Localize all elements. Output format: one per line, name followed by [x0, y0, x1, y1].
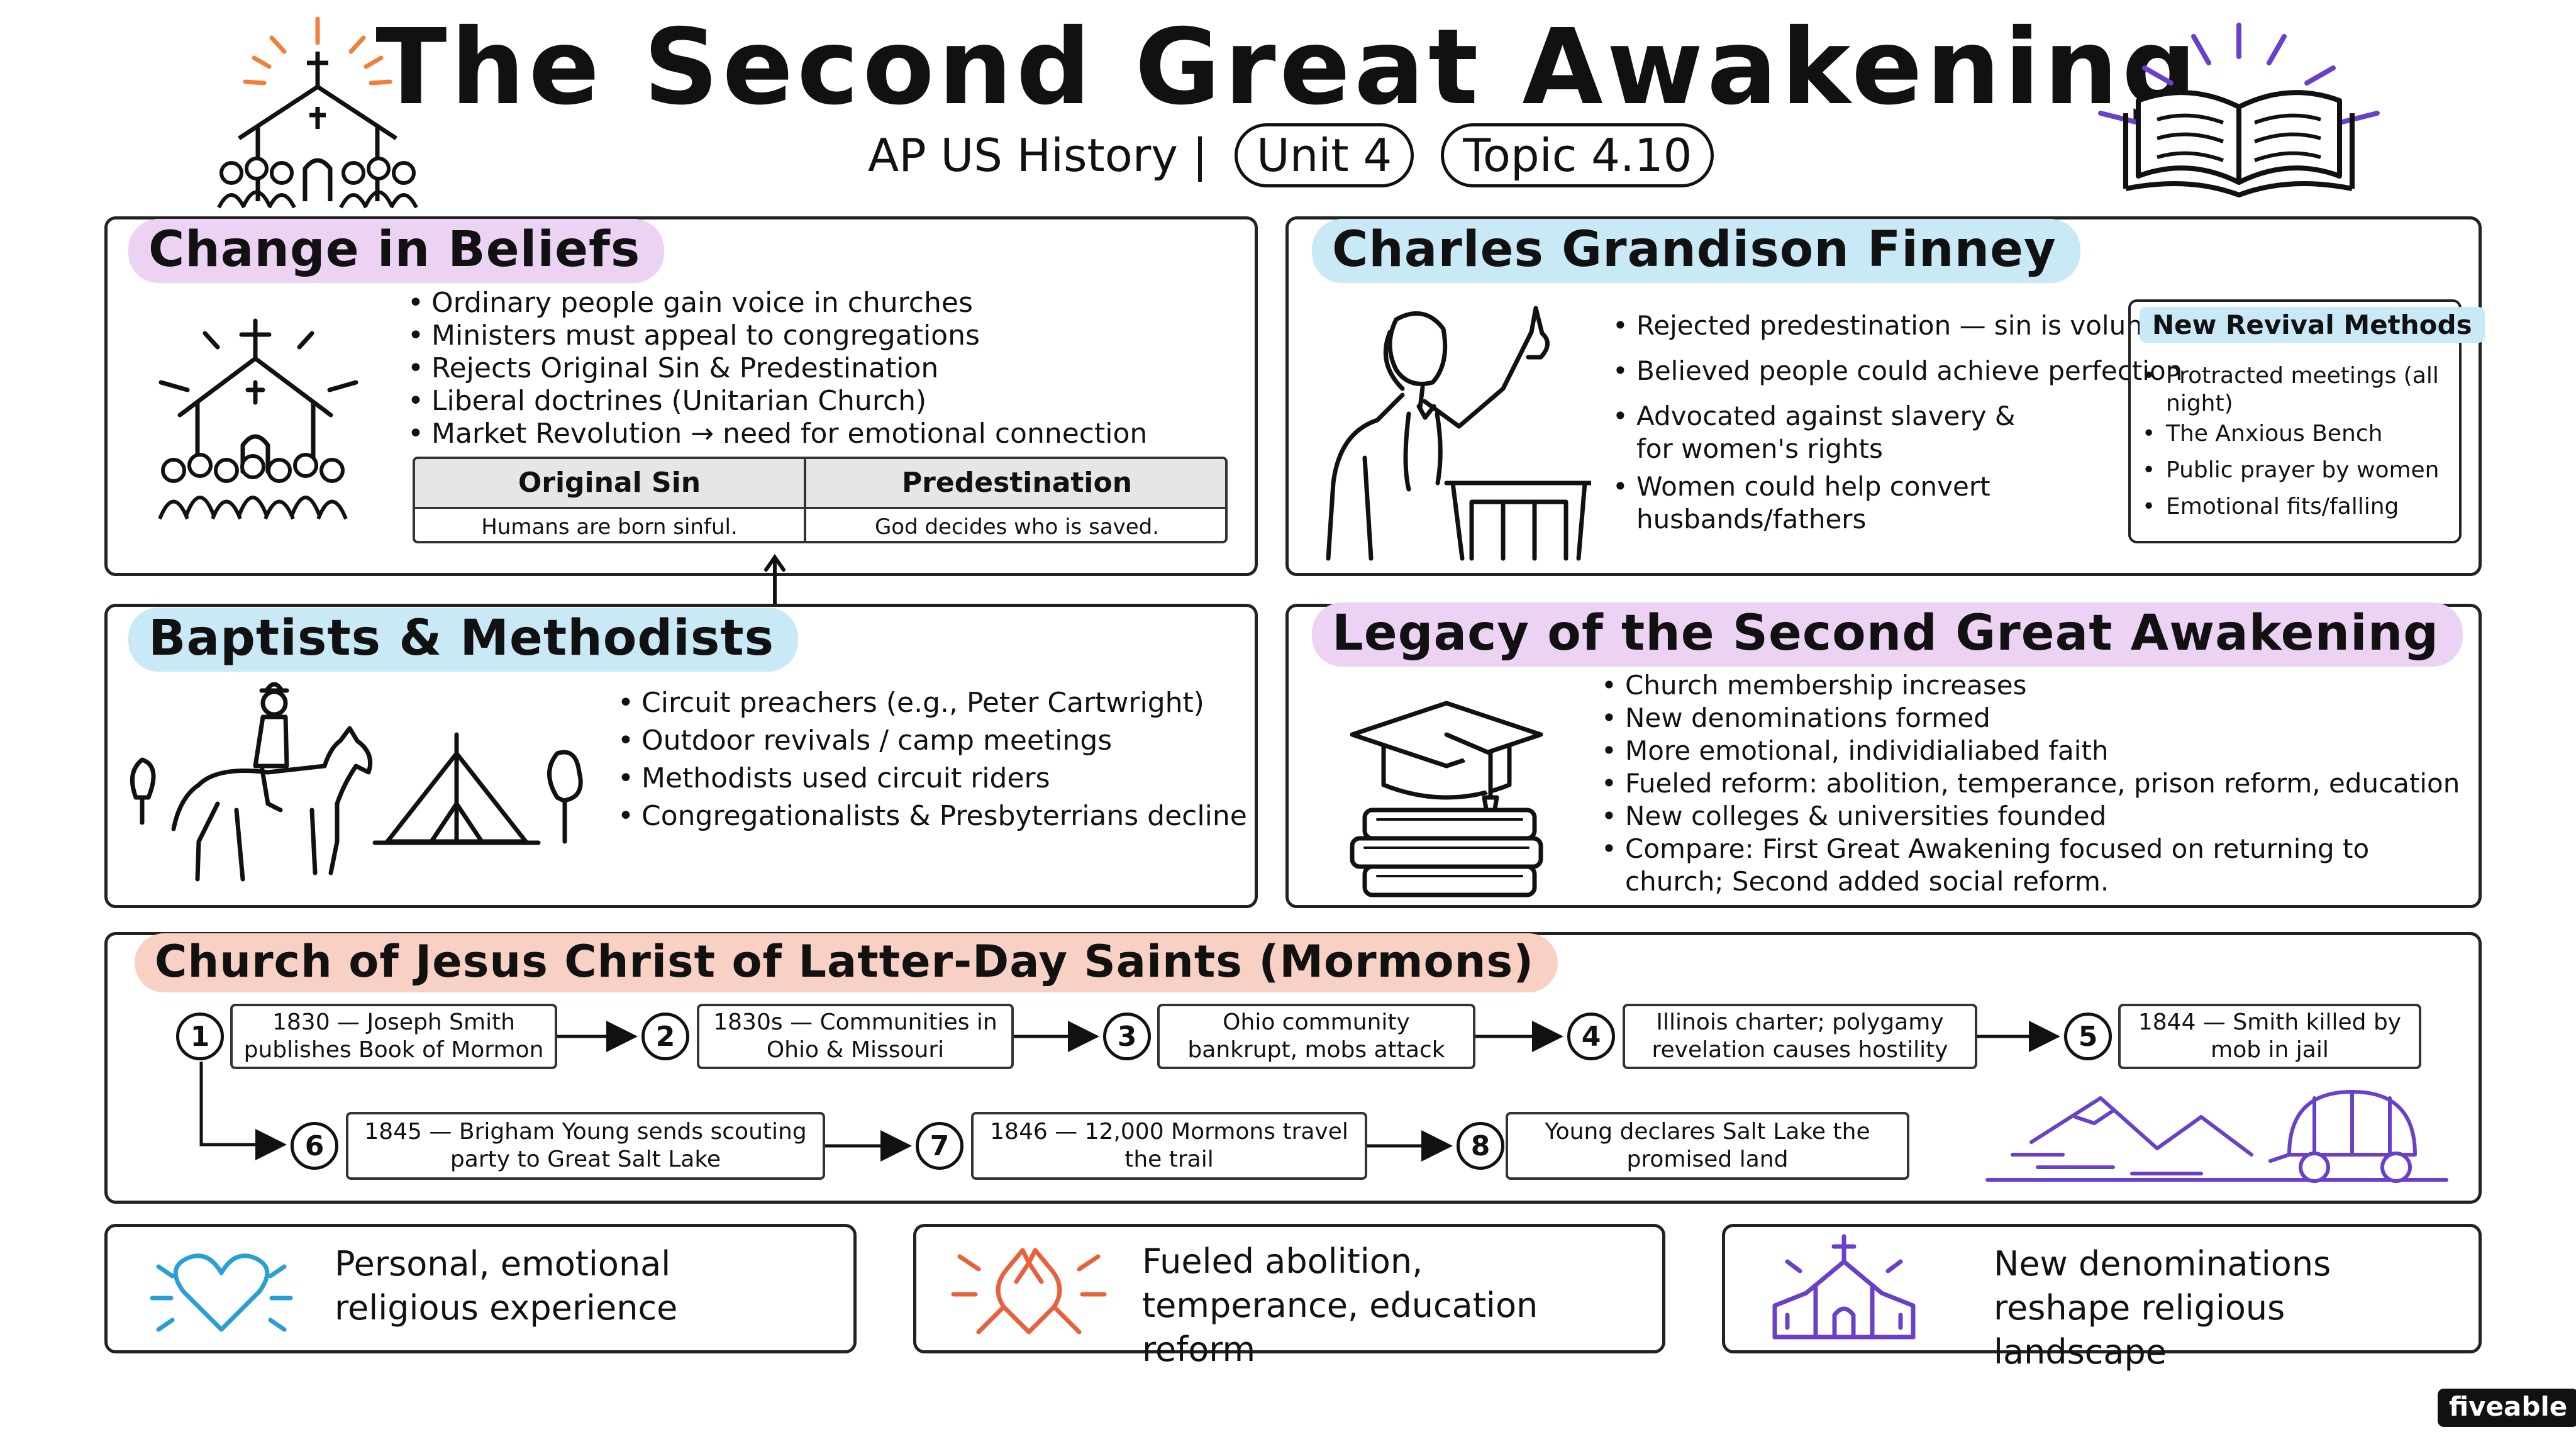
mormons-heading: Church of Jesus Christ of Latter-Day Sai… [135, 933, 1558, 992]
timeline-step-1: 1830 — Joseph Smith publishes Book of Mo… [230, 1004, 557, 1069]
step-number-5: 5 [2064, 1013, 2112, 1060]
original-sin-cell: Humans are born sinful. [415, 507, 806, 541]
list-item: Rejects Original Sin & Predestination [404, 352, 1147, 385]
list-item: New colleges & universities founded [1597, 800, 2472, 833]
timeline-step-5: 1844 — Smith killed by mob in jail [2118, 1004, 2421, 1069]
list-item: The Anxious Bench [2138, 420, 2453, 448]
step-number-3: 3 [1103, 1013, 1151, 1060]
new-revival-methods-box: New Revival Methods Protracted meetings … [2128, 299, 2485, 543]
timeline-step-6: 1845 — Brigham Young sends scouting part… [346, 1112, 825, 1180]
timeline-step-7: 1846 — 12,000 Mormons travel the trail [971, 1112, 1367, 1180]
circuit-rider-and-tent-icon [130, 682, 583, 882]
list-item: Protracted meetings (all night) [2138, 362, 2453, 418]
graduation-cap-books-icon [1350, 701, 1543, 897]
predestination-cell: God decides who is saved. [806, 507, 1225, 541]
preacher-at-pulpit-icon [1326, 306, 1591, 561]
timeline-step-2: 1830s — Communities in Ohio & Missouri [697, 1004, 1014, 1069]
list-item: Circuit preachers (e.g., Peter Cartwrigh… [614, 684, 1247, 722]
fiveable-logo: fiveable [2438, 1389, 2576, 1427]
beliefs-table: Original Sin Humans are born sinful. Pre… [413, 457, 1228, 543]
list-item: More emotional, individialiabed faith [1597, 735, 2472, 767]
step-number-7: 7 [916, 1122, 963, 1170]
timeline-step-3: Ohio community bankrupt, mobs attack [1157, 1004, 1475, 1069]
step-number-8: 8 [1457, 1122, 1504, 1170]
reform-text: Fueled abolition, temperance, education … [1142, 1241, 1538, 1369]
timeline-step-4: Illinois charter; polygamy revelation ca… [1623, 1004, 1977, 1069]
list-item: Emotional fits/falling [2138, 493, 2453, 521]
subtitle-course: AP US History | [868, 129, 1208, 182]
praying-hands-icon [951, 1248, 1107, 1335]
list-item: Congregationalists & Presbyterrians decl… [614, 797, 1247, 835]
personal-experience-box [104, 1224, 857, 1353]
subtitle-row: AP US History | Unit 4 Topic 4.10 [868, 123, 1714, 187]
open-book-icon [2098, 23, 2380, 197]
church-congregation-icon [158, 318, 358, 520]
reform-box [913, 1224, 1665, 1353]
heart-icon [150, 1253, 293, 1332]
beliefs-bullet-list: Ordinary people gain voice in churches M… [404, 287, 1147, 450]
revival-methods-list: Protracted meetings (all night) The Anxi… [2138, 362, 2453, 521]
unit-pill: Unit 4 [1235, 123, 1414, 187]
list-item: Ministers must appeal to congregations [404, 319, 1147, 352]
baptists-bullet-list: Circuit preachers (e.g., Peter Cartwrigh… [614, 684, 1247, 835]
timeline-step-8: Young declares Salt Lake the promised la… [1506, 1112, 1909, 1180]
change-in-beliefs-heading: Change in Beliefs [128, 219, 665, 283]
finney-heading: Charles Grandison Finney [1312, 219, 2080, 283]
step-number-4: 4 [1567, 1013, 1615, 1060]
list-item: Outdoor revivals / camp meetings [614, 722, 1247, 760]
list-item: Public prayer by women [2138, 457, 2453, 484]
list-item: Ordinary people gain voice in churches [404, 287, 1147, 319]
page-title: The Second Great Awakening [375, 7, 2201, 128]
list-item: Compare: First Great Awakening focused o… [1597, 833, 2472, 898]
baptists-methodists-heading: Baptists & Methodists [128, 608, 799, 672]
legacy-bullet-list: Church membership increases New denomina… [1597, 669, 2472, 898]
personal-experience-text: Personal, emotional religious experience [335, 1244, 678, 1328]
topic-pill: Topic 4.10 [1441, 123, 1714, 187]
step-number-2: 2 [641, 1013, 689, 1060]
denominations-text: New denominations reshape religious land… [1994, 1244, 2331, 1372]
church-icon [1772, 1234, 1916, 1340]
legacy-heading: Legacy of the Second Great Awakening [1312, 602, 2463, 667]
list-item: Women could help convert husbands/father… [1609, 470, 2039, 536]
list-item: Methodists used circuit riders [614, 760, 1247, 797]
mountains-wagon-icon [1985, 1090, 2448, 1183]
list-item: Fueled reform: abolition, temperance, pr… [1597, 767, 2472, 800]
original-sin-header: Original Sin [415, 459, 806, 507]
list-item: Market Revolution → need for emotional c… [404, 418, 1147, 450]
list-item: Rejected predestination — sin is volunta… [1609, 309, 2196, 342]
list-item: Advocated against slavery & for women's … [1609, 400, 2039, 465]
church-with-congregation-icon [217, 16, 418, 209]
finney-bullet-list: Rejected predestination — sin is volunta… [1609, 309, 2196, 536]
step-number-1: 1 [176, 1013, 224, 1060]
new-revival-methods-title: New Revival Methods [2140, 307, 2485, 343]
list-item: New denominations formed [1597, 702, 2472, 735]
list-item: Liberal doctrines (Unitarian Church) [404, 385, 1147, 418]
predestination-header: Predestination [806, 459, 1225, 507]
list-item: Church membership increases [1597, 669, 2472, 702]
list-item: Believed people could achieve perfection [1609, 355, 2196, 387]
step-number-6: 6 [291, 1122, 338, 1170]
